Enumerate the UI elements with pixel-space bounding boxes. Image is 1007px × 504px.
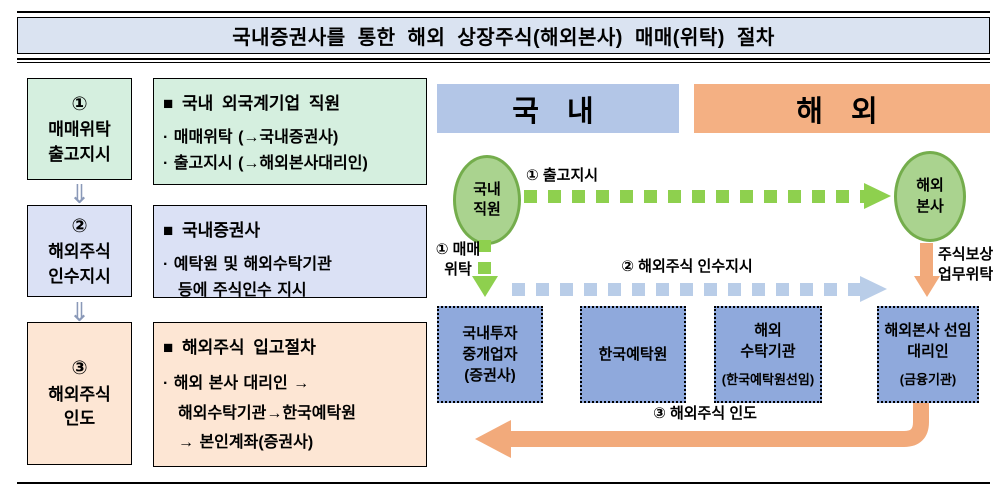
- entity-sub-label: (한국예탁원선임): [721, 371, 815, 387]
- detail-bullet: → 본인계좌(증권사): [178, 434, 314, 452]
- entity-label-line: 해외: [754, 321, 782, 339]
- entity-label-line: 수탁기관: [740, 342, 796, 360]
- step-box-delivery: ③ 해외주식 인도: [27, 322, 132, 465]
- stock-comp-delegation-arrowhead-icon: [914, 276, 940, 297]
- step-box-consignment: ① 매매위탁 출고지시: [27, 78, 132, 180]
- bottom-divider: [17, 482, 990, 484]
- acquisition-instruction-arrowhead-icon: [860, 276, 887, 302]
- detail-bullet: · 해외 본사 대리인 →: [163, 375, 310, 392]
- actor-domestic-employee: 국내 직원: [453, 155, 521, 245]
- down-arrow-icon: ⇓: [68, 179, 91, 209]
- label-line: 업무위탁: [938, 265, 994, 283]
- detail-bullet: · 출고지시 (→해외본사대리인): [163, 154, 368, 172]
- entity-korea-depository: 한국예탁원: [580, 306, 686, 403]
- entity-overseas-custodian: 해외 수탁기관 (한국예탁원선임): [714, 306, 822, 403]
- step-box-acquisition: ② 해외주식 인수지시: [27, 205, 132, 297]
- actor-label-line: 해외: [916, 177, 944, 195]
- entity-label-line: 중개업자: [462, 346, 518, 363]
- actor-label-line: 직원: [473, 201, 501, 218]
- release-instruction-arrowhead-icon: [864, 183, 891, 209]
- step-number: ①: [71, 93, 88, 115]
- release-instruction-arrow: [524, 190, 866, 203]
- step-label-line: 해외주식: [48, 384, 111, 404]
- entity-hq-appointed-agent: 해외본사 선임 대리인 (금융기관): [877, 306, 979, 403]
- delivery-label: ③ 해외주식 인도: [653, 405, 757, 422]
- trade-consignment-label: ① 매매 위탁: [435, 240, 481, 279]
- entity-sub-label: (금융기관): [899, 371, 957, 387]
- entity-label-line: (증권사): [464, 367, 516, 384]
- step-label-line: 매매위탁: [48, 120, 111, 140]
- entity-label-line: 해외본사 선임: [884, 321, 972, 339]
- stock-comp-delegation-label: 주식보상 업무위탁: [938, 245, 993, 284]
- delivery-flow-arrow: [475, 403, 929, 458]
- actor-label-line: 본사: [916, 197, 944, 215]
- stock-comp-delegation-arrow: [920, 243, 933, 278]
- detail-bullet: 해외수탁기관→한국예탁원: [178, 404, 356, 422]
- trade-consignment-arrow: [478, 240, 491, 278]
- region-badge-domestic: 국 내: [437, 84, 679, 133]
- region-badge-overseas: 해 외: [694, 84, 990, 133]
- entity-domestic-broker: 국내투자 중개업자 (증권사): [437, 306, 543, 403]
- detail-box-deposit-procedure: ■ 해외주식 입고절차 · 해외 본사 대리인 → 해외수탁기관→한국예탁원 →…: [153, 322, 427, 467]
- detail-heading: ■ 해외주식 입고절차: [163, 338, 316, 357]
- label-line: 주식보상: [938, 246, 994, 263]
- down-arrow-icon: ⇓: [68, 297, 91, 327]
- detail-bullet: · 매매위탁 (→국내증권사): [163, 129, 339, 146]
- step-label-line: 해외주식: [48, 242, 111, 262]
- detail-heading: ■ 국내 외국계기업 직원: [163, 94, 341, 113]
- entity-label-line: 국내투자: [462, 325, 518, 342]
- acquisition-instruction-arrow: [512, 283, 862, 296]
- page-title: 국내증권사를 통한 해외 상장주식(해외본사) 매매(위탁) 절차: [17, 17, 990, 54]
- entity-label-line: 대리인: [907, 342, 949, 360]
- acquisition-instruction-label: ② 해외주식 인수지시: [621, 258, 753, 275]
- label-line: 위탁: [444, 260, 472, 278]
- detail-box-broker: ■ 국내증권사 · 예탁원 및 해외수탁기관 등에 주식인수 지시: [153, 205, 427, 299]
- step-label-line: 인수지시: [48, 266, 111, 286]
- step-number: ②: [71, 215, 88, 237]
- entity-label-line: 한국예탁원: [598, 346, 668, 363]
- trade-consignment-arrowhead-icon: [472, 276, 498, 297]
- detail-box-employee: ■ 국내 외국계기업 직원 · 매매위탁 (→국내증권사) · 출고지시 (→해…: [153, 78, 427, 185]
- title-divider: [17, 58, 990, 63]
- step-label-line: 출고지시: [48, 144, 111, 164]
- release-instruction-label: ① 출고지시: [526, 167, 599, 184]
- detail-bullet: · 예탁원 및 해외수탁기관: [163, 256, 332, 273]
- detail-bullet: 등에 주식인수 지시: [178, 281, 307, 299]
- step-label-line: 인도: [63, 409, 96, 429]
- top-divider: [17, 11, 990, 13]
- step-number: ③: [71, 358, 88, 380]
- actor-label-line: 국내: [473, 180, 501, 198]
- actor-overseas-hq: 해외 본사: [894, 151, 966, 242]
- detail-heading: ■ 국내증권사: [163, 221, 261, 240]
- label-line: ① 매매: [435, 241, 481, 258]
